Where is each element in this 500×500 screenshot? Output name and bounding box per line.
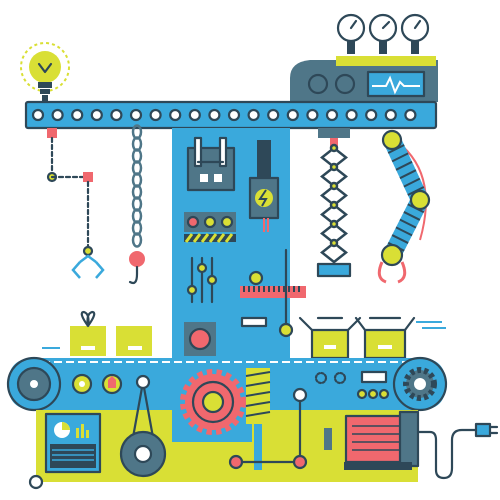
roller: [208, 108, 221, 122]
open-box-icon: [298, 316, 362, 360]
roller: [31, 108, 45, 122]
arm-stripe: [399, 218, 417, 229]
roller: [365, 108, 378, 122]
chain-hook-icon: [128, 124, 145, 285]
roller: [345, 108, 358, 122]
gift-box-icon: [70, 310, 106, 356]
roller: [404, 108, 417, 122]
arm-stripe: [391, 152, 409, 163]
hazard-stripe: [184, 233, 236, 243]
roller: [306, 108, 319, 122]
scissor-joint: [329, 219, 339, 229]
scissor-joint: [329, 143, 339, 153]
scissor-joint: [329, 181, 339, 191]
slider-controls: [186, 256, 218, 304]
arm-stripe: [403, 177, 421, 188]
robotic-arm-icon: [377, 129, 431, 284]
roller: [247, 108, 260, 122]
roller: [90, 108, 103, 122]
dashboard-chart-icon: [44, 412, 102, 474]
arm-stripe: [395, 160, 413, 171]
motion-lines: [42, 321, 446, 349]
arm-stripe: [391, 234, 409, 244]
roller: [51, 108, 64, 122]
spring-icon: [245, 368, 271, 424]
roller: [149, 108, 162, 122]
heartbeat-monitor-icon: [366, 70, 426, 98]
left-gripper-arm: [46, 128, 105, 279]
pressure-gauge-icon: [368, 13, 398, 54]
roller: [267, 108, 280, 122]
pressure-gauge-icon: [400, 13, 430, 54]
power-plug-icon: [416, 422, 499, 480]
control-housing: [290, 56, 438, 102]
gear-icon: [180, 369, 246, 435]
gear-icon: [403, 367, 437, 401]
arm-stripe: [395, 226, 413, 237]
machine-base: [36, 368, 420, 482]
scissor-joint: [329, 238, 339, 248]
chain-link: [131, 232, 143, 248]
pressure-gauge-icon: [336, 13, 366, 54]
box-icon: [116, 326, 152, 356]
top-conveyor-belt: [24, 100, 438, 130]
roller: [325, 108, 339, 122]
roller: [129, 108, 143, 122]
pulley-belt-icon: [119, 374, 167, 478]
roller: [286, 108, 299, 122]
scissor-joint: [329, 200, 339, 210]
roller: [384, 108, 397, 122]
linkage-arm: [228, 387, 308, 470]
lightning-icon: [248, 176, 280, 220]
roller: [227, 108, 241, 122]
electric-motor-icon: [344, 410, 420, 470]
arm-stripe: [403, 211, 421, 221]
roller: [169, 108, 182, 122]
nut-bolt-icons: [71, 373, 123, 395]
lightbulb-icon: [20, 42, 70, 103]
floor-rollers: [28, 474, 44, 490]
scissor-lift-icon: [316, 128, 352, 278]
roller: [110, 108, 123, 122]
arm-stripe: [399, 169, 417, 180]
open-box-icon: [354, 316, 416, 360]
pressure-gauges: [336, 13, 430, 54]
scissor-segment: [319, 241, 349, 264]
roller: [188, 108, 201, 122]
scissor-joint: [329, 162, 339, 172]
small-gears: [314, 371, 347, 385]
roller: [71, 108, 84, 122]
